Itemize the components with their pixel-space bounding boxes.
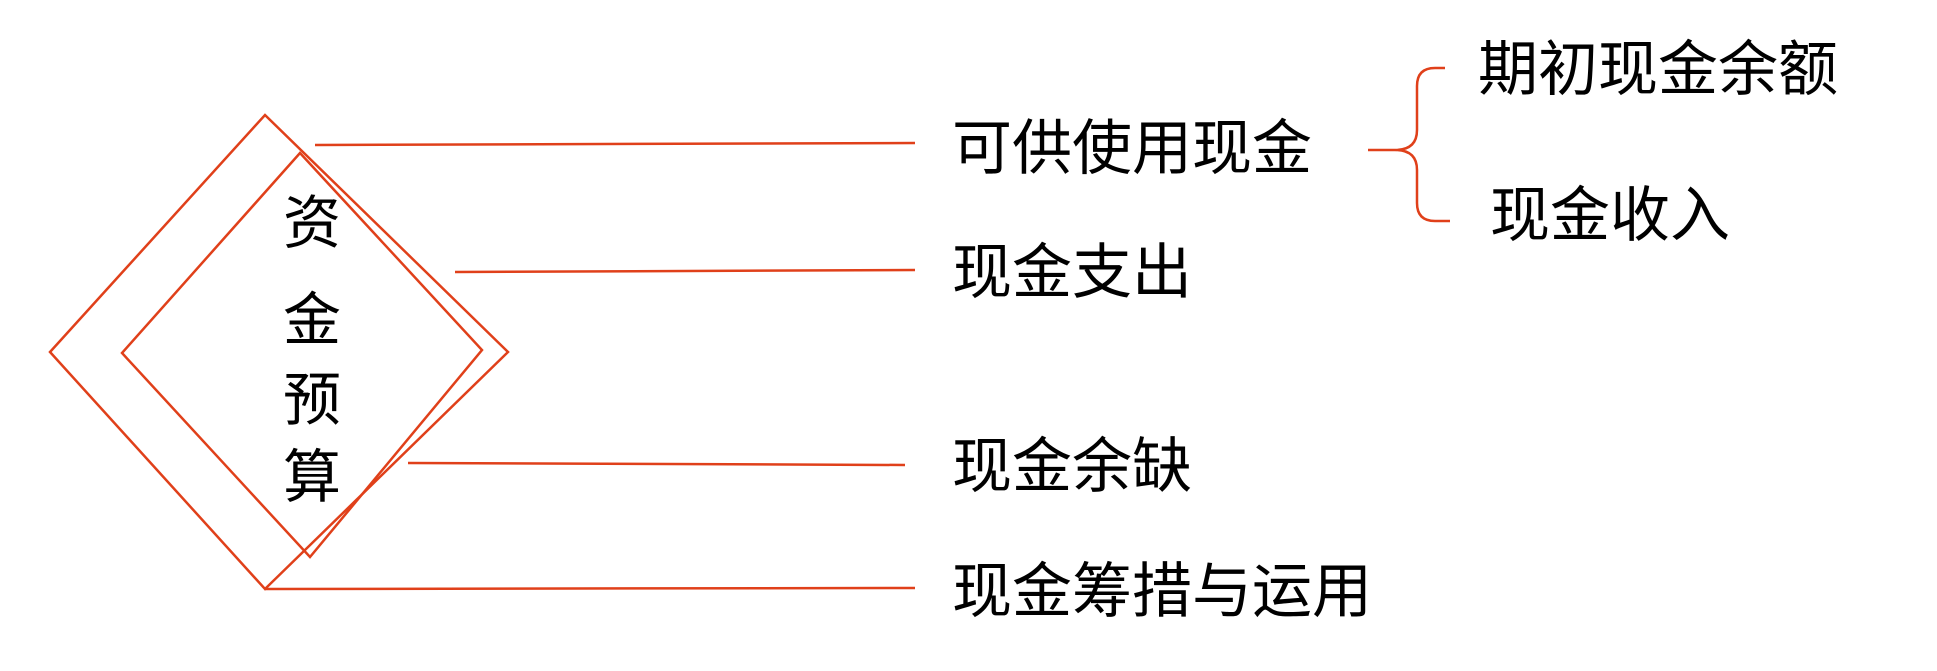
center-title-char: 算 [283,443,341,511]
branch-label-financing-and-use: 现金筹措与运用 [952,557,1372,627]
brace [1394,66,1450,223]
connector-line-cash-expenditure [454,268,916,274]
branch-label-cash-surplus-deficit: 现金余缺 [952,432,1192,502]
center-title-char: 资 [283,189,341,257]
connector-line-available-cash [314,141,916,147]
inner-diamond [120,151,484,559]
branch-label-cash-expenditure: 现金支出 [952,238,1192,308]
connector-line-cash-surplus-deficit [407,461,906,467]
connector-line-financing-and-use [264,586,916,591]
sub-branch-label-cash-receipts: 现金收入 [1490,181,1730,251]
center-title-char: 金 [283,286,341,354]
center-title-char: 预 [283,366,341,434]
sub-branch-label-opening-cash-balance: 期初现金余额 [1478,35,1838,105]
outer-diamond [48,113,510,591]
branch-label-available-cash: 可供使用现金 [952,114,1312,184]
center-title: 资 金 预 算 [283,189,341,511]
